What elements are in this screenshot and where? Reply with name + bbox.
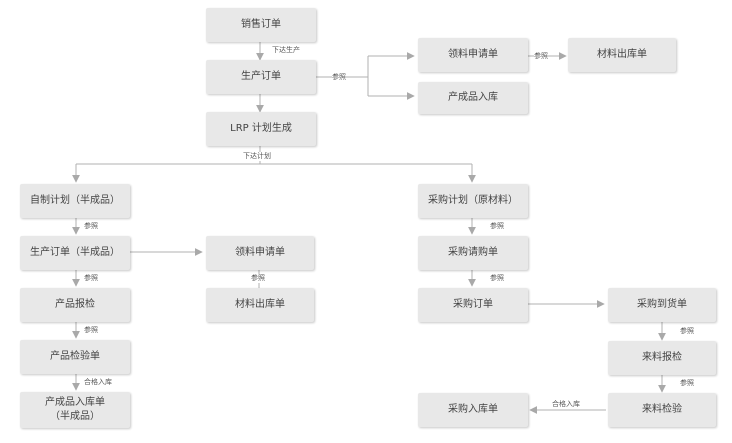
- node-label: 产品报检: [55, 299, 95, 310]
- node-finished-goods-receipt: 产成品入库: [418, 82, 528, 114]
- node-sales-order: 销售订单: [206, 8, 316, 42]
- node-label: 采购请购单: [448, 247, 498, 258]
- node-label: 领料申请单: [448, 49, 498, 60]
- node-purchase-arrival: 采购到货单: [608, 288, 716, 322]
- node-incoming-inspection: 来料检验: [608, 393, 716, 427]
- node-product-inspection-sheet: 产品检验单: [20, 340, 130, 374]
- node-material-request-top: 领料申请单: [418, 38, 528, 72]
- node-label: LRP 计划生成: [230, 123, 292, 134]
- edge-label-reference-top-right: 参照: [534, 52, 548, 61]
- edge-label-ref-incoming: 参照: [680, 379, 694, 387]
- node-incoming-inspection-request: 来料报检: [608, 341, 716, 375]
- node-label: 采购计划（原材料）: [428, 195, 518, 206]
- node-production-order-semi: 生产订单（半成品）: [20, 236, 130, 270]
- node-purchase-receipt: 采购入库单: [418, 393, 528, 427]
- node-purchase-plan: 采购计划（原材料）: [418, 184, 528, 218]
- node-purchase-requisition: 采购请购单: [418, 236, 528, 270]
- node-label: 采购订单: [453, 299, 493, 310]
- node-label: 生产订单: [241, 71, 281, 82]
- node-label: 生产订单（半成品）: [30, 247, 120, 258]
- edge-label-reference-top: 参照: [332, 73, 346, 82]
- node-lrp-plan: LRP 计划生成: [206, 112, 316, 146]
- edge-label-ref-inspection: 参照: [84, 326, 98, 334]
- node-purchase-order: 采购订单: [418, 288, 528, 322]
- node-label: 采购到货单: [637, 299, 687, 310]
- node-label: 产成品入库: [448, 92, 498, 103]
- node-label: 材料出库单: [235, 299, 285, 310]
- node-self-made-plan: 自制计划（半成品）: [20, 184, 130, 218]
- edge-label-ref-material-mid: 参照: [251, 274, 265, 283]
- edge-label-ref-prod-semi: 参照: [84, 274, 98, 282]
- node-label: 自制计划（半成品）: [30, 195, 120, 206]
- node-material-issue-top: 材料出库单: [568, 38, 676, 72]
- node-label: 采购入库单: [448, 404, 498, 415]
- node-product-inspection-request: 产品报检: [20, 288, 130, 322]
- node-label: 产品检验单: [50, 351, 100, 362]
- node-label: 来料检验: [642, 404, 682, 415]
- node-label: 材料出库单: [597, 49, 647, 60]
- edge-label-ref-self-plan: 参照: [84, 222, 98, 230]
- edge-label-issue-production: 下达生产: [272, 46, 300, 54]
- edge-label-ref-arrival: 参照: [680, 327, 694, 335]
- node-production-order: 生产订单: [206, 60, 316, 94]
- edge-label-issue-plan: 下达计划: [243, 152, 271, 161]
- node-label: 销售订单: [241, 19, 281, 30]
- edge-label-qualified-receipt-right: 合格入库: [552, 400, 580, 408]
- node-finished-goods-receipt-semi: 产成品入库单 （半成品）: [20, 392, 130, 428]
- edge-label-ref-requisition: 参照: [490, 274, 504, 282]
- node-material-issue-mid: 材料出库单: [206, 288, 314, 322]
- node-label: 来料报检: [642, 352, 682, 363]
- node-label: 产成品入库单 （半成品）: [45, 397, 105, 422]
- edge-label-ref-purchase-plan: 参照: [490, 222, 504, 230]
- node-label: 领料申请单: [235, 247, 285, 258]
- node-material-request-mid: 领料申请单: [206, 236, 314, 270]
- edge-label-qualified-receipt-left: 合格入库: [84, 378, 112, 386]
